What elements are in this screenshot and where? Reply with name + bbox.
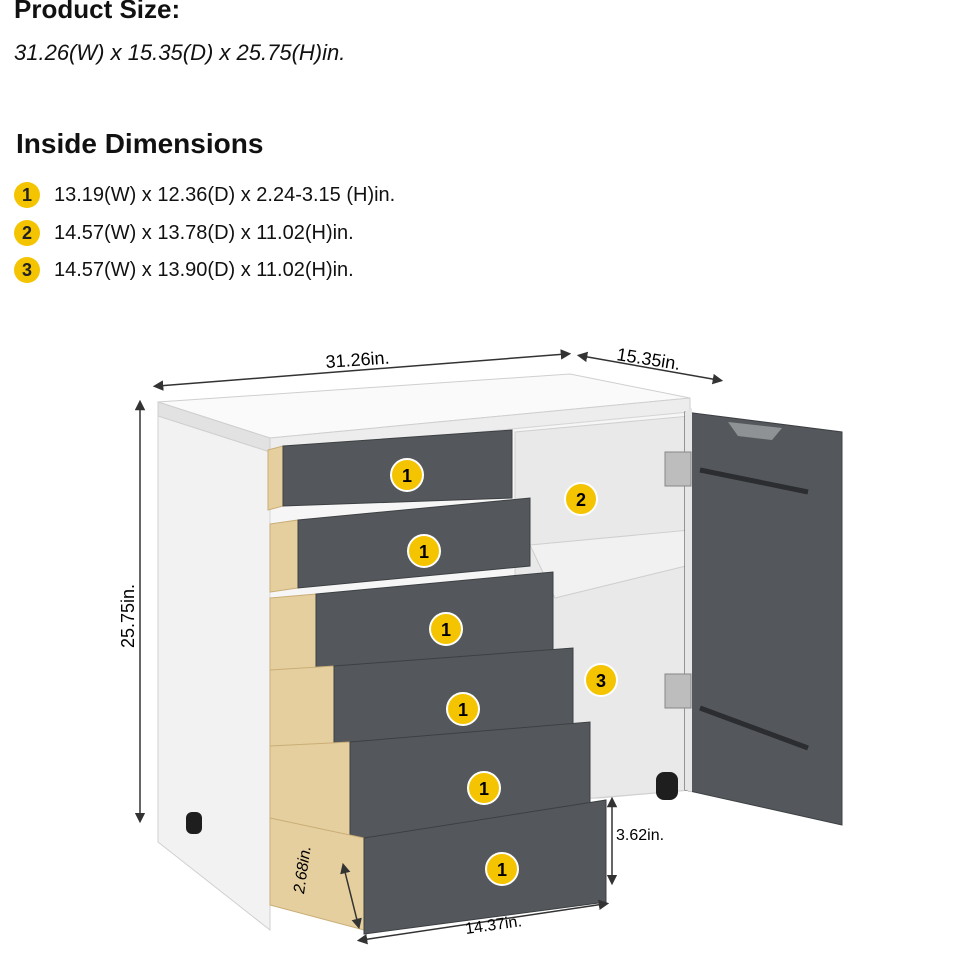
hinge-icon bbox=[664, 673, 692, 709]
diagram-badge: 2 bbox=[564, 482, 598, 516]
depth-label: 15.35in. bbox=[615, 344, 681, 374]
inside-dimension-text: 13.19(W) x 12.36(D) x 2.24-3.15 (H)in. bbox=[54, 183, 396, 206]
drawer-width-dimension-line bbox=[356, 899, 610, 945]
drawer-depth-dimension-line bbox=[340, 862, 362, 930]
svg-text:1: 1 bbox=[458, 700, 468, 720]
width-dimension-line bbox=[152, 349, 572, 391]
cabinet-door bbox=[664, 408, 843, 826]
inside-dimension-row-3: 3 14.57(W) x 13.90(D) x 11.02(H)in. bbox=[14, 257, 354, 283]
product-size-value: 31.26(W) x 15.35(D) x 25.75(H)in. bbox=[14, 40, 346, 65]
diagram-badge: 1 bbox=[446, 692, 480, 726]
diagram-badge: 1 bbox=[429, 612, 463, 646]
diagram-badge: 1 bbox=[390, 458, 424, 492]
svg-text:1: 1 bbox=[441, 620, 451, 640]
diagram-badge: 3 bbox=[584, 663, 618, 697]
diagram-badge: 1 bbox=[485, 852, 519, 886]
inside-dimensions-title: Inside Dimensions bbox=[16, 128, 264, 159]
svg-text:1: 1 bbox=[402, 466, 412, 486]
number-badge: 3 bbox=[14, 257, 40, 283]
svg-text:1: 1 bbox=[497, 860, 507, 880]
inside-dimension-row-2: 2 14.57(W) x 13.78(D) x 11.02(H)in. bbox=[14, 220, 354, 246]
inside-dimension-row-1: 1 13.19(W) x 12.36(D) x 2.24-3.15 (H)in. bbox=[14, 182, 395, 208]
svg-text:3: 3 bbox=[596, 671, 606, 691]
svg-text:2: 2 bbox=[576, 490, 586, 510]
number-badge: 2 bbox=[14, 220, 40, 246]
hinge-icon bbox=[664, 451, 692, 487]
drawer-depth-label: 2.68in. bbox=[291, 845, 315, 896]
diagram-badge: 1 bbox=[407, 534, 441, 568]
drawer-height-label: 3.62in. bbox=[616, 827, 664, 844]
inside-dimension-text: 14.57(W) x 13.78(D) x 11.02(H)in. bbox=[54, 221, 354, 244]
width-label: 31.26in. bbox=[325, 348, 390, 372]
svg-text:1: 1 bbox=[479, 779, 489, 799]
inside-dimension-text: 14.57(W) x 13.90(D) x 11.02(H)in. bbox=[54, 258, 354, 281]
number-badge: 1 bbox=[14, 182, 40, 208]
svg-text:1: 1 bbox=[419, 542, 429, 562]
diagram-badge: 1 bbox=[467, 771, 501, 805]
height-label: 25.75in. bbox=[118, 584, 138, 648]
product-size-title: Product Size: bbox=[14, 0, 181, 24]
depth-dimension-line bbox=[576, 351, 724, 385]
